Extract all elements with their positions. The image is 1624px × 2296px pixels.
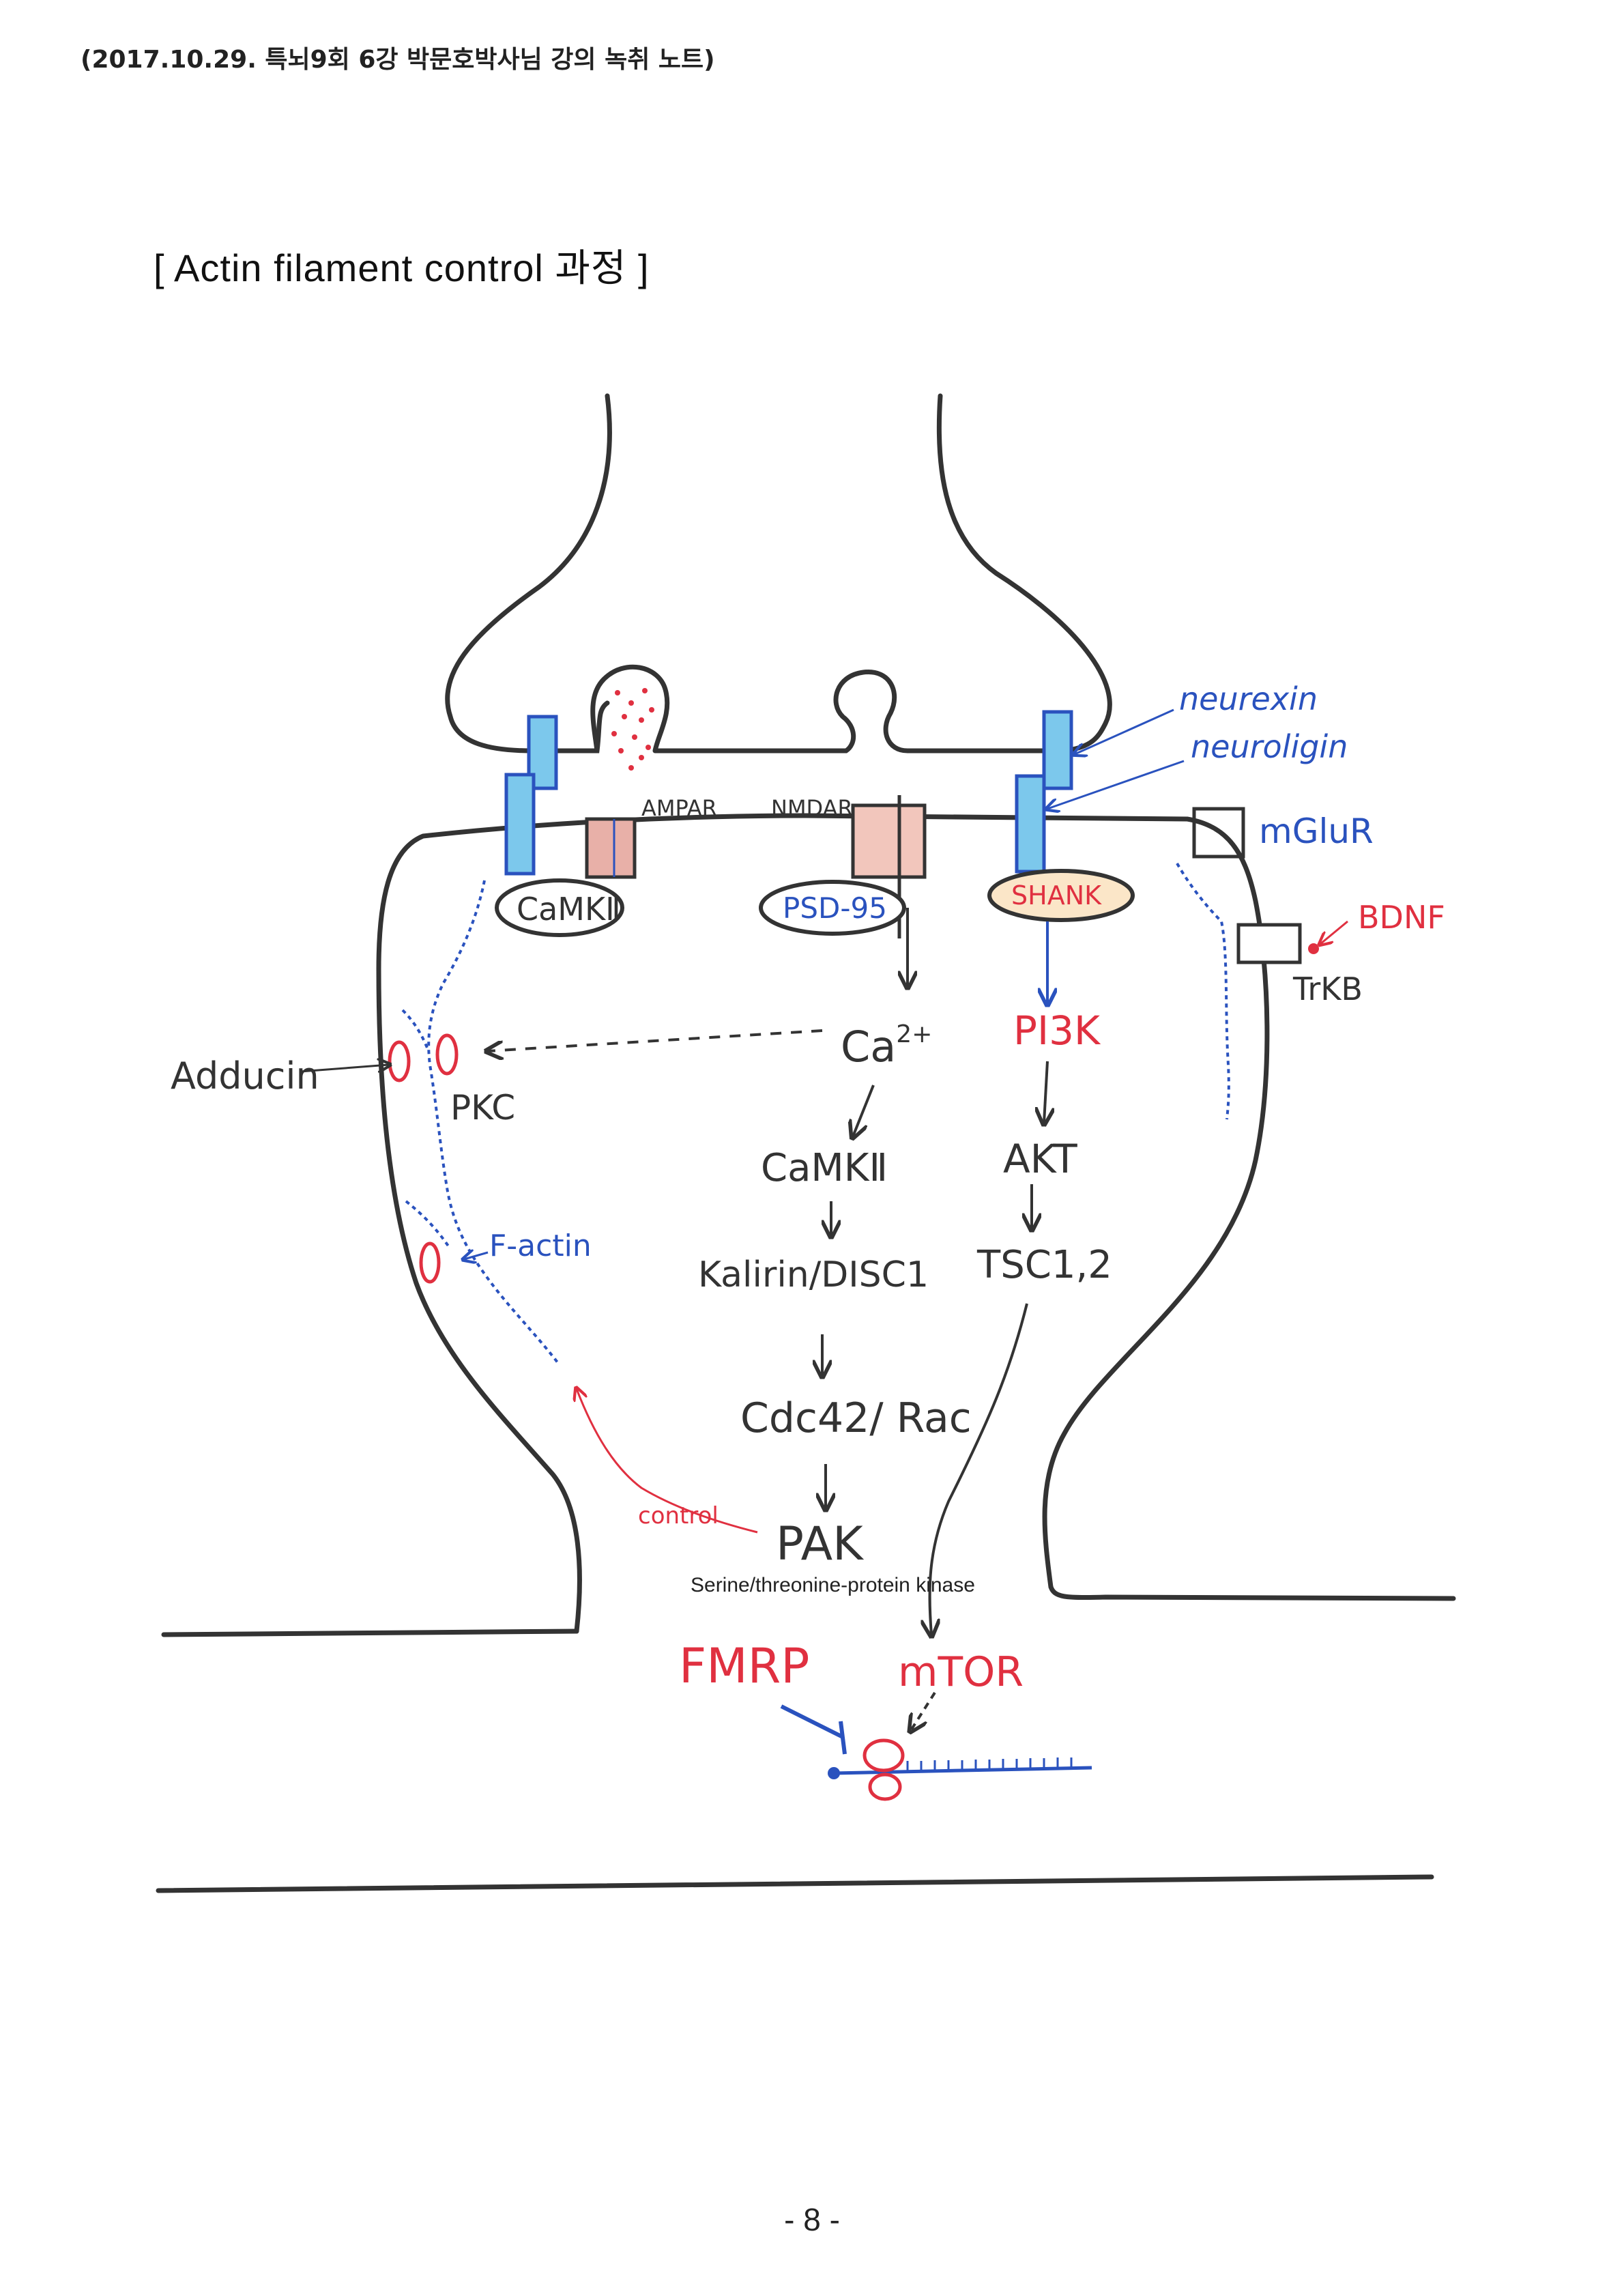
f-actin-coil: [427, 880, 561, 1366]
adducin-oval-3: [419, 1242, 441, 1284]
kalirin-label: Kalirin/DISC1: [698, 1254, 929, 1295]
bdnf-label: BDNF: [1358, 899, 1445, 936]
adducin-oval-2: [435, 1033, 459, 1076]
fmrp-label: FMRP: [679, 1638, 810, 1694]
f-actin-coil-right: [1176, 863, 1230, 1120]
mtor-to-ribosome-arrow: [911, 1691, 936, 1730]
psd95-label: PSD-95: [783, 891, 887, 925]
ribosome-small-subunit: [868, 1773, 902, 1801]
mrna-ticks: [906, 1757, 1073, 1772]
factin-pointer: [464, 1252, 489, 1259]
pkc-label: PKC: [450, 1088, 515, 1128]
bdnf-pointer: [1320, 920, 1348, 944]
ca-to-pkc-arrow: [488, 1029, 823, 1051]
mtor-label: mTOR: [898, 1648, 1024, 1696]
neuroligin-right: [1015, 774, 1046, 874]
psd95-scaffold: [759, 880, 906, 936]
tsc-to-mtor-arrow: [930, 1303, 1028, 1635]
adducin-pointer: [300, 1065, 389, 1072]
pi3k-label: PI3K: [1013, 1007, 1101, 1054]
neurotransmitter-dots: [611, 688, 654, 771]
mglur-receptor: [1192, 807, 1245, 859]
pak-label: PAK: [776, 1517, 865, 1571]
neurexin-pointer: [1075, 708, 1174, 754]
trkb-label: TrKB: [1292, 971, 1363, 1007]
neurexin-label: neurexin: [1179, 680, 1318, 717]
control-label: control: [638, 1502, 719, 1530]
factin-label: F-actin: [489, 1229, 592, 1263]
camk2-box-label: CaMKⅡ: [517, 891, 621, 928]
neuroligin-pointer: [1047, 760, 1185, 809]
adducin-oval-1: [388, 1040, 411, 1082]
ca-label: Ca2+: [841, 1020, 932, 1072]
f-actin-branch: [401, 1009, 452, 1250]
ribosome-large-subunit: [862, 1738, 905, 1773]
pak-note: Serine/threonine-protein kinase: [691, 1574, 975, 1596]
ampar-label: AMPAR: [641, 795, 717, 821]
ca-superscript: 2+: [896, 1020, 932, 1048]
pi3k-to-akt-arrow: [1044, 1061, 1047, 1123]
dendrite-bottom-line: [156, 1874, 1434, 1893]
camk2-label: CaMKⅡ: [761, 1146, 888, 1190]
camk2-scaffold: [495, 878, 624, 937]
shank-scaffold: [987, 869, 1135, 922]
fmrp-inhibition: [780, 1704, 847, 1755]
cdc42-label: Cdc42/ Rac: [740, 1394, 972, 1442]
nmdar-receptor: [851, 803, 927, 879]
trkb-receptor: [1236, 923, 1302, 964]
postsynaptic-spine: [376, 813, 1270, 1634]
adducin-label: Adducin: [171, 1054, 319, 1097]
bdnf-dot: [1308, 943, 1319, 954]
header-note: (2017.10.29. 특뇌9회 6강 박문호박사님 강의 녹취 노트): [81, 46, 715, 74]
presynaptic-terminal: [445, 393, 1112, 754]
pak-control-arrow: [577, 1389, 758, 1534]
nmdar-label: NMDAR: [771, 795, 853, 821]
mglur-label: mGluR: [1259, 812, 1374, 851]
neurexin-right: [1042, 710, 1073, 790]
mrna-cap: [828, 1767, 840, 1779]
dendrite-top-line: [161, 1584, 1456, 1637]
neuroligin-left: [504, 773, 536, 876]
ampar-receptor: [585, 817, 637, 879]
tsc-label: TSC1,2: [976, 1243, 1112, 1287]
akt-label: AKT: [1003, 1136, 1077, 1182]
page-title: [ Actin filament control 과정 ]: [154, 246, 650, 289]
fusing-vesicle: [590, 664, 670, 751]
shank-label: SHANK: [1011, 880, 1102, 910]
neuroligin-label: neuroligin: [1191, 728, 1348, 765]
page-number: - 8 -: [784, 2202, 840, 2237]
ca-to-camk2-arrow: [853, 1085, 875, 1136]
